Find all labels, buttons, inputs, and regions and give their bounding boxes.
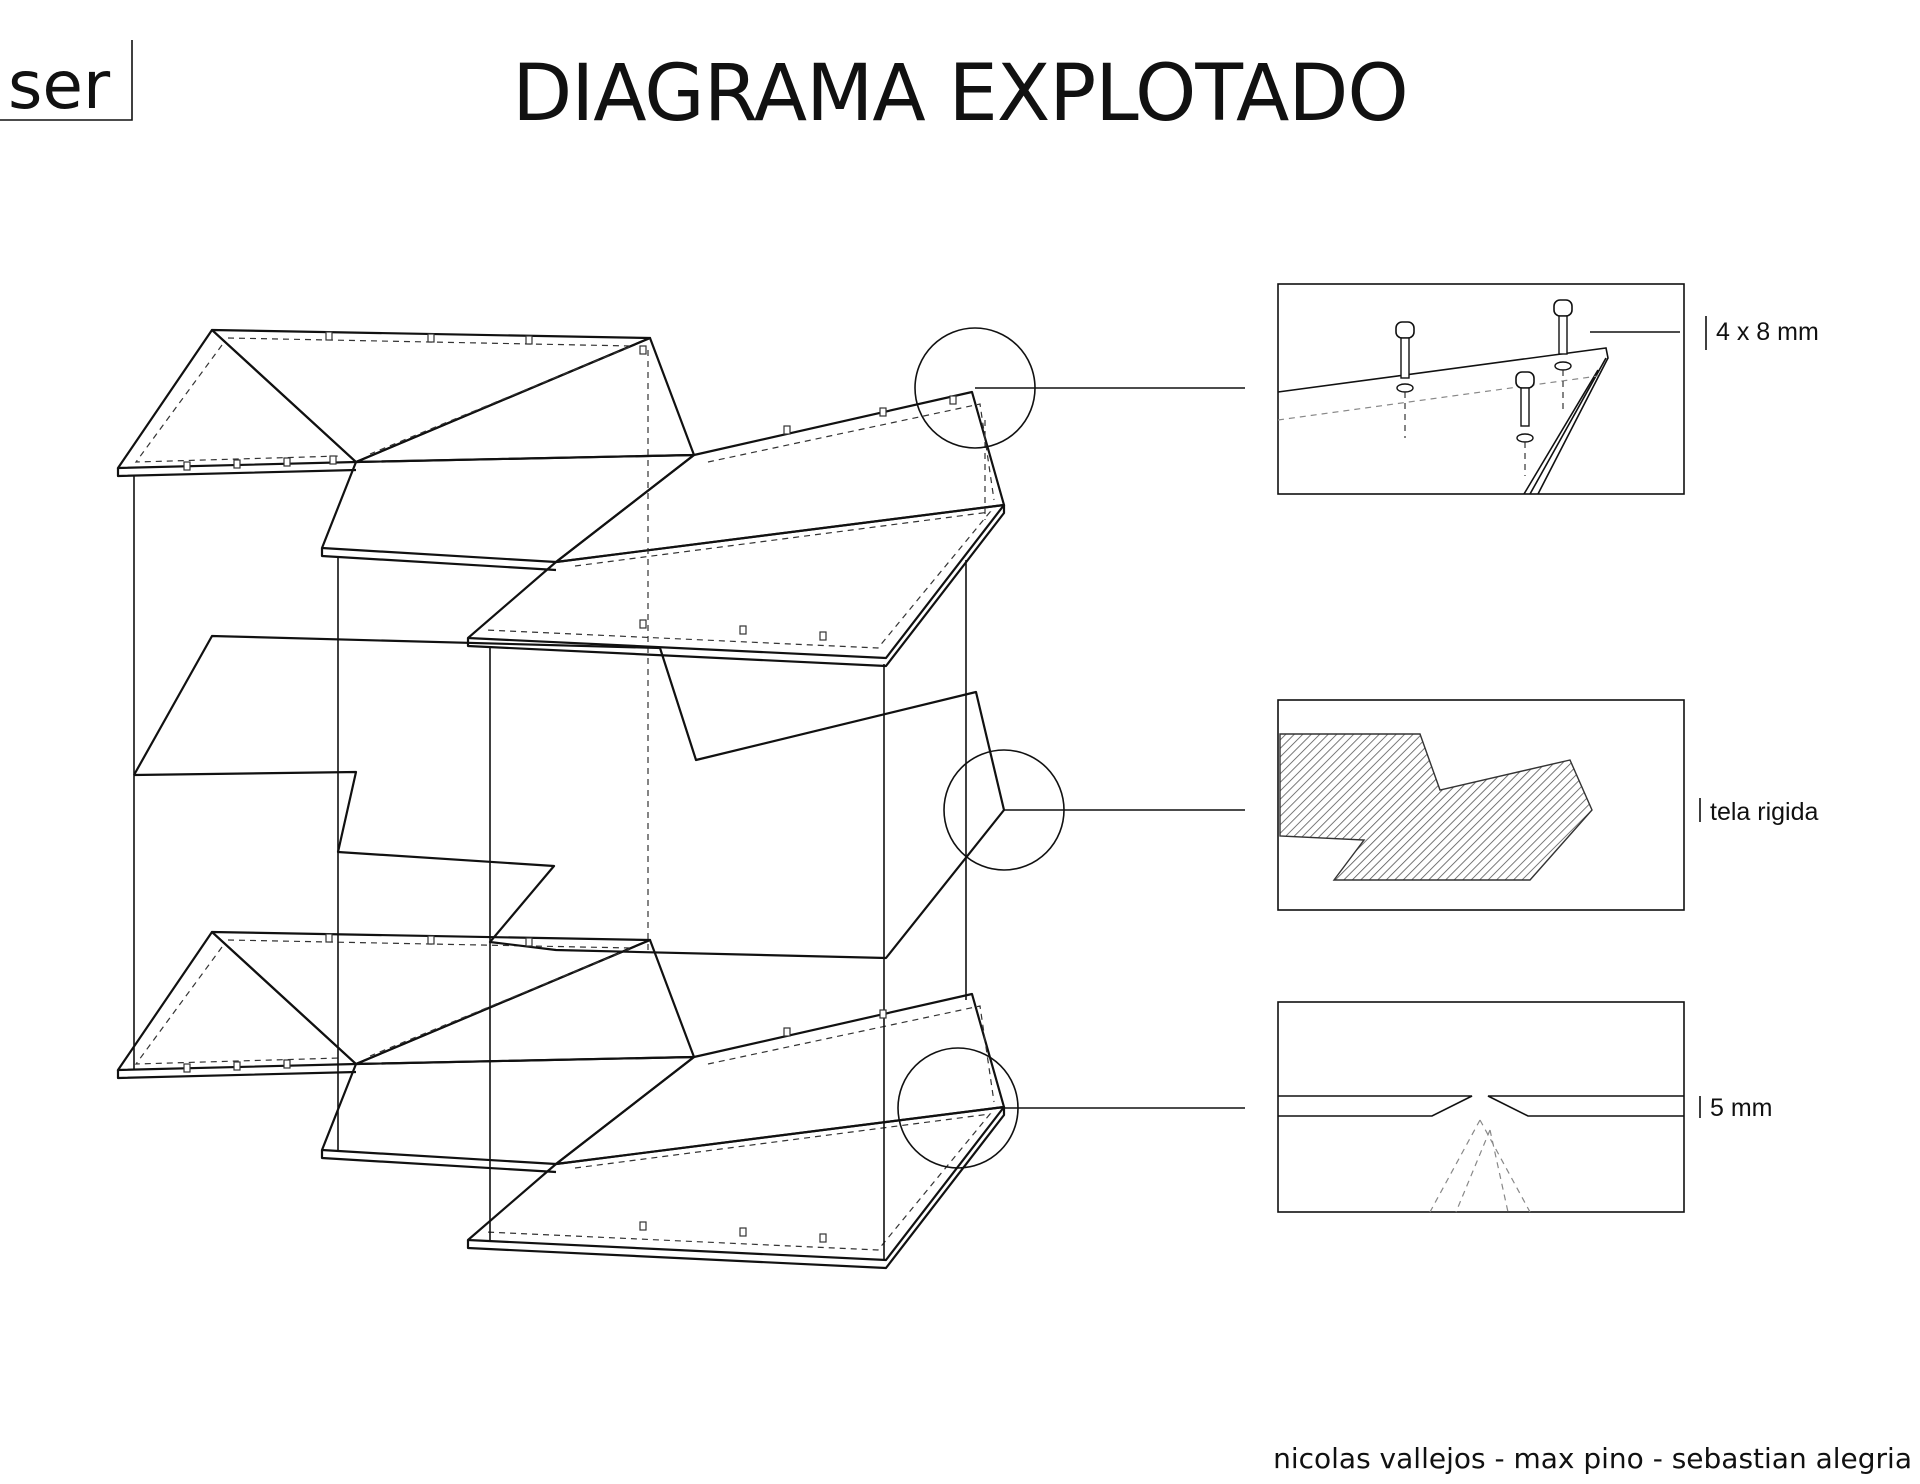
detail-panel-edge-2 xyxy=(1529,357,1607,495)
rivet xyxy=(739,625,747,635)
bottom-panel-e xyxy=(554,992,1006,1166)
rivet xyxy=(233,1061,241,1071)
bottom-panel-group xyxy=(116,930,1006,1270)
joint-dash-3 xyxy=(1455,1129,1491,1213)
rivet xyxy=(819,631,827,641)
detail-panel-hidden xyxy=(1277,375,1599,421)
top-panel-thickness-d xyxy=(320,548,557,572)
top-panel-inset-a xyxy=(134,344,341,463)
rivet xyxy=(427,935,435,945)
top-panel-a xyxy=(116,328,358,470)
top-panel-e xyxy=(554,390,1006,564)
detail-panel-edge xyxy=(1277,347,1609,495)
rivet xyxy=(525,335,533,345)
rivet xyxy=(233,459,241,469)
credits: nicolas vallejos - max pino - sebastian … xyxy=(1273,1442,1912,1475)
detail-panel-edge-3 xyxy=(1523,369,1599,495)
logo: ser xyxy=(0,40,133,124)
rivet xyxy=(879,1009,887,1019)
rivet xyxy=(639,345,647,355)
rivet-dots xyxy=(183,331,957,1243)
joint-right xyxy=(1487,1095,1684,1117)
rivet xyxy=(949,395,957,405)
detail-label-2: tela rigida xyxy=(1710,798,1818,826)
joint-dash-4 xyxy=(1489,1129,1509,1213)
detail-box-2 xyxy=(1277,699,1685,911)
rivet xyxy=(639,619,647,629)
bottom-panel-d xyxy=(320,1055,696,1166)
rivet xyxy=(783,425,791,435)
top-panel-inset-b xyxy=(227,337,633,455)
top-panel-c xyxy=(354,336,696,464)
rivet xyxy=(819,1233,827,1243)
bottom-panel-inset-f xyxy=(485,1113,992,1251)
bottom-panel-thickness-a xyxy=(116,1070,357,1080)
bottom-panel-thickness-f xyxy=(466,1107,1006,1270)
fabric-outline xyxy=(133,634,1006,960)
rivet xyxy=(525,937,533,947)
rivet xyxy=(283,457,291,467)
rivet xyxy=(183,1063,191,1073)
top-panel-d xyxy=(320,453,696,564)
top-panel-thickness-a xyxy=(116,468,357,478)
bottom-panel-b xyxy=(210,930,652,1066)
bottom-panel-thickness-d xyxy=(320,1150,557,1174)
top-panel-inset-e xyxy=(707,403,995,501)
bottom-panel-inset-a xyxy=(134,946,341,1065)
rivet-icon-2 xyxy=(1553,299,1573,410)
detail-joint: 5 mm xyxy=(1277,1001,1773,1213)
detail-box-3 xyxy=(1277,1001,1685,1213)
detail-rivets: 4 x 8 mm xyxy=(1277,283,1819,495)
bottom-panel-inset-b xyxy=(227,939,633,1057)
detail-label-1: 4 x 8 mm xyxy=(1716,318,1819,346)
top-panel-f xyxy=(466,503,1006,660)
fabric-hatch xyxy=(1279,733,1593,881)
logo-text: ser xyxy=(8,47,111,124)
callout-circles xyxy=(897,327,1245,1169)
bottom-panel-inset-e xyxy=(707,1005,995,1103)
rivet xyxy=(739,1227,747,1237)
rivet xyxy=(639,1221,647,1231)
detail-fabric: tela rigida xyxy=(1277,699,1818,911)
rivet xyxy=(427,333,435,343)
detail-box-1 xyxy=(1277,283,1685,495)
page-title: DIAGRAMA EXPLOTADO xyxy=(512,49,1408,139)
top-panel-b xyxy=(210,328,652,464)
rivet xyxy=(325,933,333,943)
detail-label-3: 5 mm xyxy=(1710,1094,1773,1122)
rivet xyxy=(783,1027,791,1037)
joint-left xyxy=(1278,1095,1473,1117)
rivet-icon-3 xyxy=(1515,371,1535,476)
rivet xyxy=(325,331,333,341)
rivet xyxy=(329,455,337,465)
rivet xyxy=(183,461,191,471)
bottom-panel-f xyxy=(466,1105,1006,1262)
rivet xyxy=(283,1059,291,1069)
bottom-panel-a xyxy=(116,930,358,1072)
bottom-panel-c xyxy=(354,938,696,1066)
top-panel-group xyxy=(116,328,1006,668)
vertical-posts xyxy=(133,350,986,1260)
top-panel-inset-f xyxy=(485,511,992,649)
exploded-structure xyxy=(116,327,1245,1270)
rivet-icon-1 xyxy=(1395,321,1415,438)
joint-dash-1 xyxy=(1429,1119,1481,1213)
logo-frame xyxy=(0,40,133,121)
rivet xyxy=(879,407,887,417)
